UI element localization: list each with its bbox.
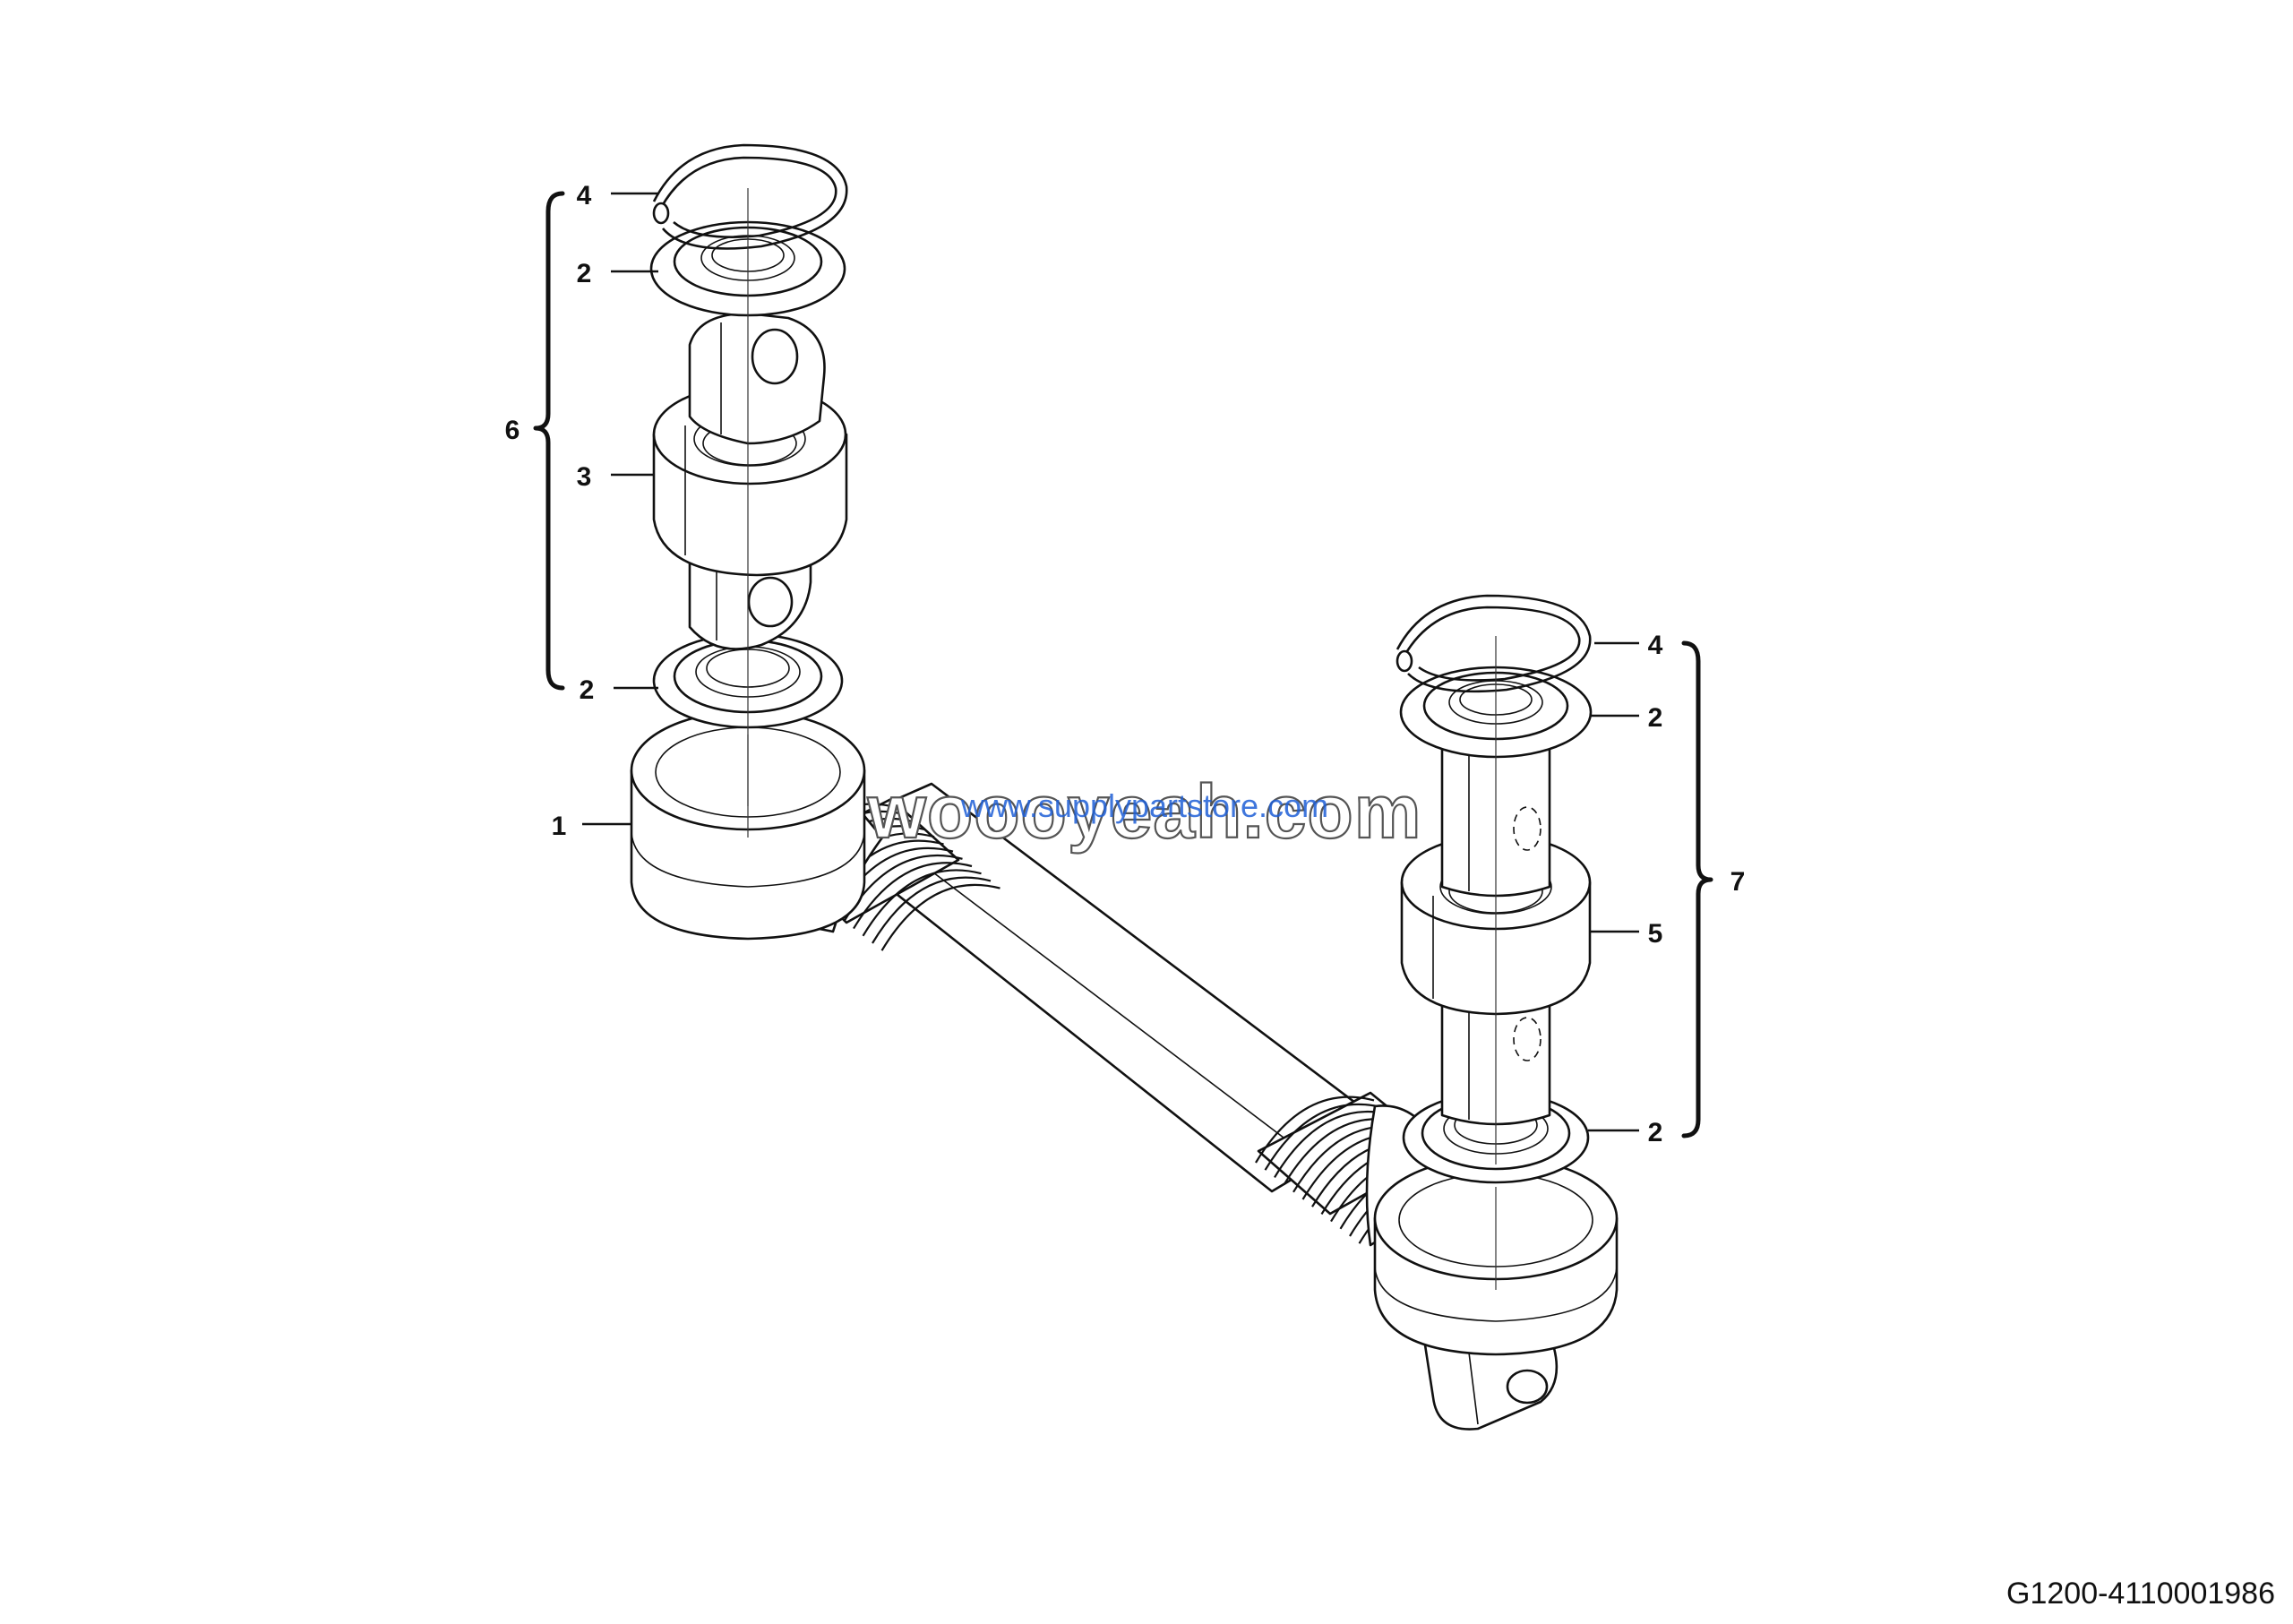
snap-ring-right <box>1396 594 1592 693</box>
snap-ring-left <box>652 143 848 250</box>
thread-ridge <box>872 876 992 944</box>
callout-1: 1 <box>552 812 567 841</box>
callout-right-2-bottom: 2 <box>1648 1118 1663 1147</box>
watermark-sub: www.supplypartstore.com <box>960 787 1328 824</box>
watermark-main: woooyeah.com <box>867 769 1422 854</box>
drawing-id: G1200-4110001986 <box>2006 1577 2275 1611</box>
callout-right-2-top: 2 <box>1648 703 1663 733</box>
callout-left-2-top: 2 <box>577 259 592 288</box>
thread-ridge <box>862 869 982 937</box>
pin-upper-left <box>688 312 826 445</box>
callout-right-4: 4 <box>1648 631 1663 660</box>
thread-ridge <box>1264 1103 1384 1171</box>
bushing-assembly-right <box>1396 594 1593 1184</box>
rod-end-eye-right <box>1373 1156 1619 1431</box>
group-brace-right <box>1681 640 1713 1139</box>
rod-highlight <box>859 816 1318 1164</box>
callout-left-2-bottom: 2 <box>580 675 595 705</box>
thread-ridge <box>880 883 1001 951</box>
callout-group-6: 6 <box>505 416 520 445</box>
callout-left-4: 4 <box>577 181 592 211</box>
callout-group-7: 7 <box>1730 867 1746 897</box>
thread-ridge <box>1255 1096 1375 1164</box>
leader-lines <box>582 192 1639 1132</box>
group-brace-left <box>533 191 565 691</box>
bushing-assembly-left <box>649 143 848 806</box>
thread-ridge <box>853 862 973 930</box>
callout-right-5: 5 <box>1648 919 1663 949</box>
callout-left-3: 3 <box>577 462 592 492</box>
clevis-bottom <box>1422 1337 1559 1431</box>
